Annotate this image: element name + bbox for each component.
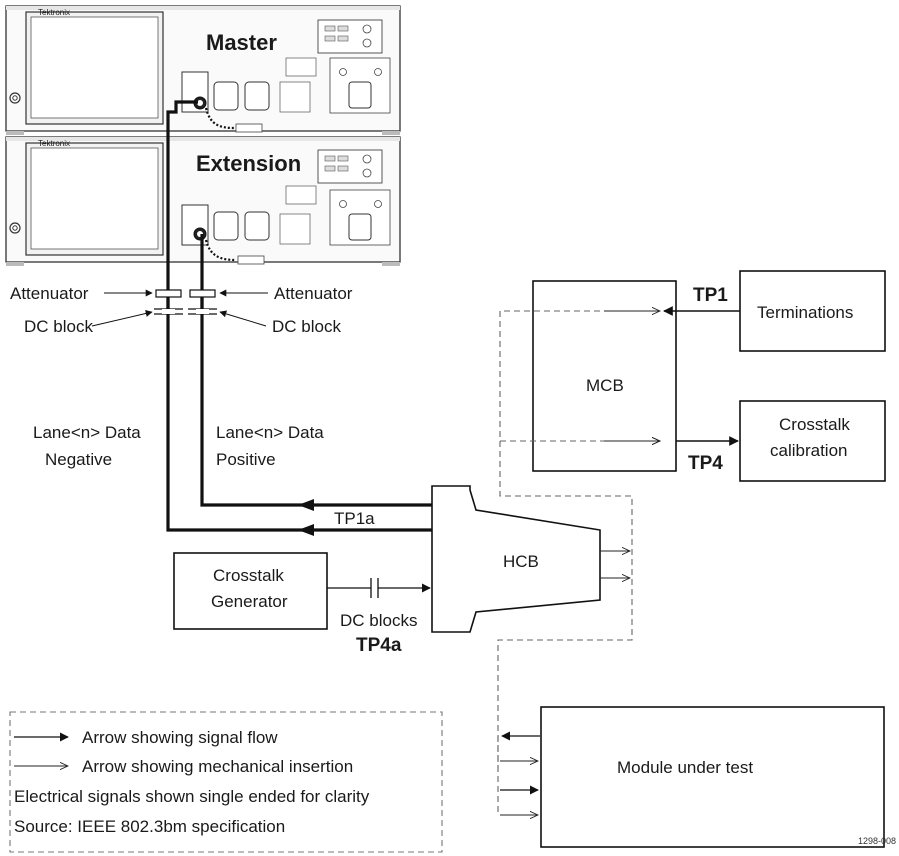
crosstalk-calibration-line2: calibration bbox=[770, 441, 848, 460]
legend-box bbox=[9, 711, 443, 853]
master-instrument: Tektronix Master bbox=[5, 5, 401, 135]
crosstalk-calibration-block bbox=[739, 400, 886, 482]
lane-negative-label-line1: Lane<n> Data bbox=[33, 423, 141, 442]
master-title: Master bbox=[206, 30, 277, 55]
lane-negative-label-line2: Negative bbox=[45, 450, 112, 469]
legend-source: Source: IEEE 802.3bm specification bbox=[14, 817, 285, 836]
attenuator-right-label: Attenuator bbox=[274, 284, 353, 303]
dc-blocks-label: DC blocks bbox=[340, 611, 417, 630]
hcb-label: HCB bbox=[503, 552, 539, 571]
tp1a-label: TP1a bbox=[334, 509, 375, 528]
legend-mechanical-insertion: Arrow showing mechanical insertion bbox=[82, 757, 353, 776]
master-power-button-icon bbox=[9, 92, 21, 104]
extension-instrument: Tektronix Extension bbox=[5, 136, 401, 266]
legend-signal-flow: Arrow showing signal flow bbox=[82, 728, 278, 747]
terminations-block bbox=[739, 270, 886, 352]
lane-negative-cable bbox=[166, 100, 432, 532]
tp4-label: TP4 bbox=[688, 453, 723, 474]
crosstalk-generator-block bbox=[173, 552, 328, 630]
dc-block-right-label: DC block bbox=[272, 317, 341, 336]
lane-positive-cable bbox=[200, 234, 432, 507]
module-under-test-block bbox=[540, 706, 885, 848]
attenuator-left-label: Attenuator bbox=[10, 284, 89, 303]
legend-note: Electrical signals shown single ended fo… bbox=[14, 787, 370, 806]
terminations-label: Terminations bbox=[757, 303, 853, 322]
extension-brand: Tektronix bbox=[38, 139, 70, 148]
lane-positive-label-line1: Lane<n> Data bbox=[216, 423, 324, 442]
figure-id: 1298-008 bbox=[858, 836, 896, 846]
dc-block-left-label: DC block bbox=[24, 317, 93, 336]
tp1-label: TP1 bbox=[693, 285, 728, 306]
mcb-insertion-path bbox=[497, 310, 660, 768]
extension-power-button-icon bbox=[9, 222, 21, 234]
tp4a-label: TP4a bbox=[356, 635, 402, 656]
module-under-test-label: Module under test bbox=[617, 758, 753, 777]
crosstalk-generator-line2: Generator bbox=[211, 592, 288, 611]
hcb-block bbox=[431, 485, 601, 633]
crosstalk-calibration-line1: Crosstalk bbox=[779, 415, 850, 434]
signal-arrow-negative-icon bbox=[298, 524, 314, 536]
extension-title: Extension bbox=[196, 151, 301, 176]
master-brand: Tektronix bbox=[38, 8, 70, 17]
lane-positive-label-line2: Positive bbox=[216, 450, 276, 469]
mcb-label: MCB bbox=[586, 376, 624, 395]
crosstalk-generator-line1: Crosstalk bbox=[213, 566, 284, 585]
signal-arrow-positive-icon bbox=[298, 499, 314, 511]
